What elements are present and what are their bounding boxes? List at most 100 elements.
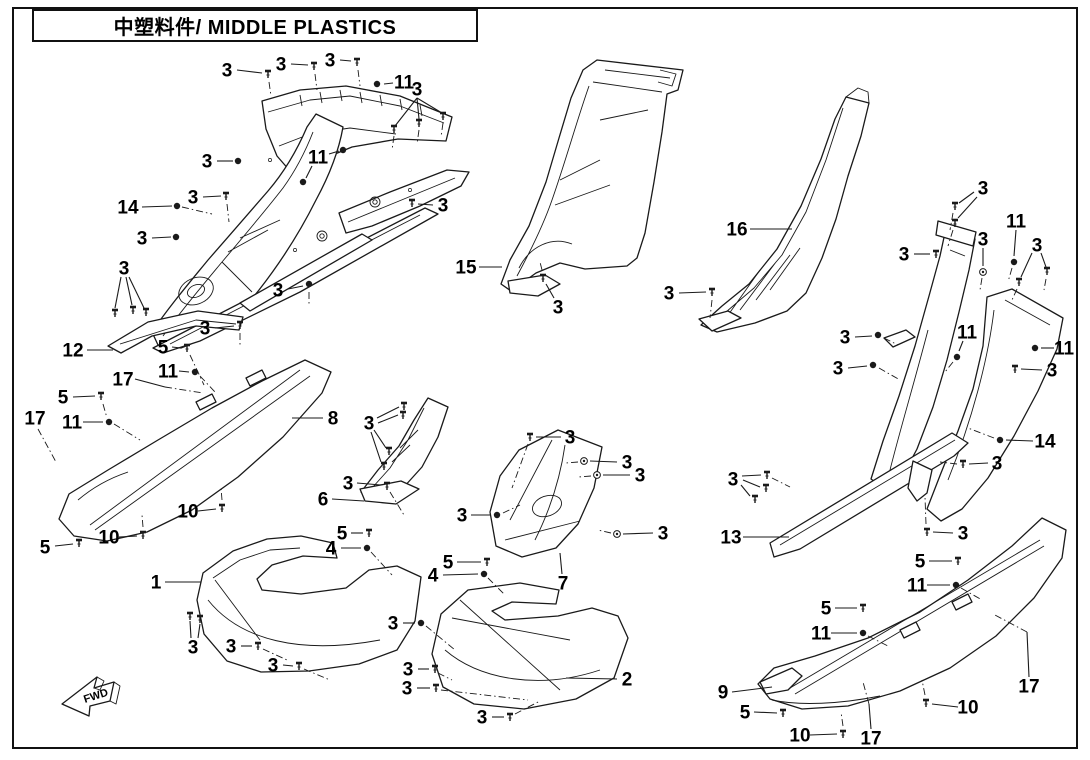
fastener-screw-icon — [764, 470, 770, 479]
fastener-clip-icon — [172, 233, 180, 241]
fastener-screw-icon — [752, 494, 758, 503]
callout-label-3: 3 — [958, 524, 969, 545]
leader-line-dashed — [357, 69, 361, 87]
callout-label-7: 7 — [558, 574, 569, 595]
leader-line-dashed — [992, 613, 1028, 633]
leader-line — [54, 543, 74, 547]
part-6-detail — [371, 407, 425, 489]
fastener-clip-icon — [859, 629, 867, 637]
fastener-screw-icon — [401, 401, 407, 410]
grommet — [316, 230, 328, 242]
fastener-screw-icon — [923, 698, 929, 707]
leader-line-dashed — [921, 679, 926, 696]
callout-label-3: 3 — [664, 284, 675, 305]
fastener-screw-icon — [955, 556, 961, 565]
fastener-screw-icon — [130, 305, 136, 314]
leader-line — [383, 82, 394, 85]
fastener-screw-icon — [960, 459, 966, 468]
fastener-screw-icon — [952, 218, 958, 227]
callout-label-17: 17 — [860, 729, 881, 750]
fastener-screw-icon — [432, 664, 438, 673]
callout-label-5: 5 — [821, 599, 832, 620]
callout-label-17: 17 — [24, 409, 45, 430]
leader-line — [416, 97, 420, 120]
leader-line — [968, 462, 989, 465]
fastener-screw-icon — [1012, 364, 1018, 373]
leader-line — [214, 325, 235, 329]
callout-label-3: 3 — [325, 51, 336, 72]
callout-label-3: 3 — [276, 55, 287, 76]
callout-label-2: 2 — [622, 670, 633, 691]
part-9-tab — [951, 593, 973, 611]
leader-line-dashed — [960, 587, 983, 601]
callout-label-3: 3 — [899, 245, 910, 266]
leader-line-dashed — [709, 299, 713, 319]
leader-line — [197, 508, 217, 512]
leader-line-dashed — [1043, 278, 1047, 291]
callout-label-3: 3 — [119, 259, 130, 280]
fastener-screw-icon — [386, 446, 392, 455]
fastener-clip-icon — [234, 157, 242, 165]
screw-hole — [293, 248, 297, 252]
part-pillar-cap — [935, 220, 977, 247]
callout-label-17: 17 — [1018, 677, 1039, 698]
callout-label-11: 11 — [907, 576, 928, 597]
fastener-screw-icon — [354, 57, 360, 66]
leader-line — [370, 431, 382, 463]
fuel-cap — [186, 283, 206, 299]
callout-label-5: 5 — [915, 552, 926, 573]
callout-label-3: 3 — [188, 638, 199, 659]
fastener-rivet-icon — [979, 268, 987, 276]
callout-label-3: 3 — [364, 414, 375, 435]
leader-line-dashed — [199, 375, 216, 393]
page-border — [12, 7, 1078, 749]
callout-label-5: 5 — [158, 338, 169, 359]
callout-label-11: 11 — [1006, 212, 1027, 233]
leader-line-dashed — [389, 491, 405, 516]
part-group-16 — [698, 87, 870, 333]
callout-label-5: 5 — [740, 703, 751, 724]
leader-line-dashed — [502, 504, 521, 514]
part-2-panel — [431, 582, 629, 710]
fastener-screw-icon — [143, 307, 149, 316]
leader-line — [416, 97, 443, 114]
part-7-hole — [532, 494, 562, 518]
callout-label-14: 14 — [1034, 432, 1056, 453]
leader-line-dashed — [947, 229, 954, 247]
fastener-clip-icon — [1031, 344, 1039, 352]
callout-label-10: 10 — [957, 698, 978, 719]
leader-line — [339, 59, 352, 62]
fwd-arrow-extrude — [93, 676, 121, 705]
leader-line-dashed — [440, 689, 529, 701]
callout-label-3: 3 — [412, 80, 423, 101]
fastener-clip-icon — [869, 361, 877, 369]
leader-line-dashed — [487, 577, 505, 595]
fastener-screw-icon — [763, 483, 769, 492]
callout-label-3: 3 — [622, 453, 633, 474]
leader-line — [171, 346, 182, 349]
callout-label-4: 4 — [428, 566, 439, 587]
fastener-rivet-icon — [580, 457, 588, 465]
leader-line — [854, 335, 873, 338]
callout-label-10: 10 — [789, 726, 810, 747]
callout-label-13: 13 — [720, 528, 741, 549]
callout-label-3: 3 — [635, 466, 646, 487]
leader-line-dashed — [37, 428, 57, 463]
sill-detail — [779, 439, 956, 546]
callout-label-3: 3 — [403, 660, 414, 681]
callout-label-5: 5 — [58, 388, 69, 409]
leader-line-dashed — [113, 423, 141, 441]
callout-label-17: 17 — [112, 370, 133, 391]
fastener-screw-icon — [255, 641, 261, 650]
fastener-screw-icon — [187, 611, 193, 620]
callout-label-14: 14 — [117, 198, 139, 219]
fastener-screw-icon — [98, 391, 104, 400]
fastener-screw-icon — [311, 61, 317, 70]
fastener-screw-icon — [366, 528, 372, 537]
leader-line — [356, 482, 382, 486]
leader-line — [328, 150, 340, 155]
part-group-15 — [500, 59, 684, 297]
fastener-clip-icon — [874, 331, 882, 339]
fastener-screw-icon — [780, 708, 786, 717]
